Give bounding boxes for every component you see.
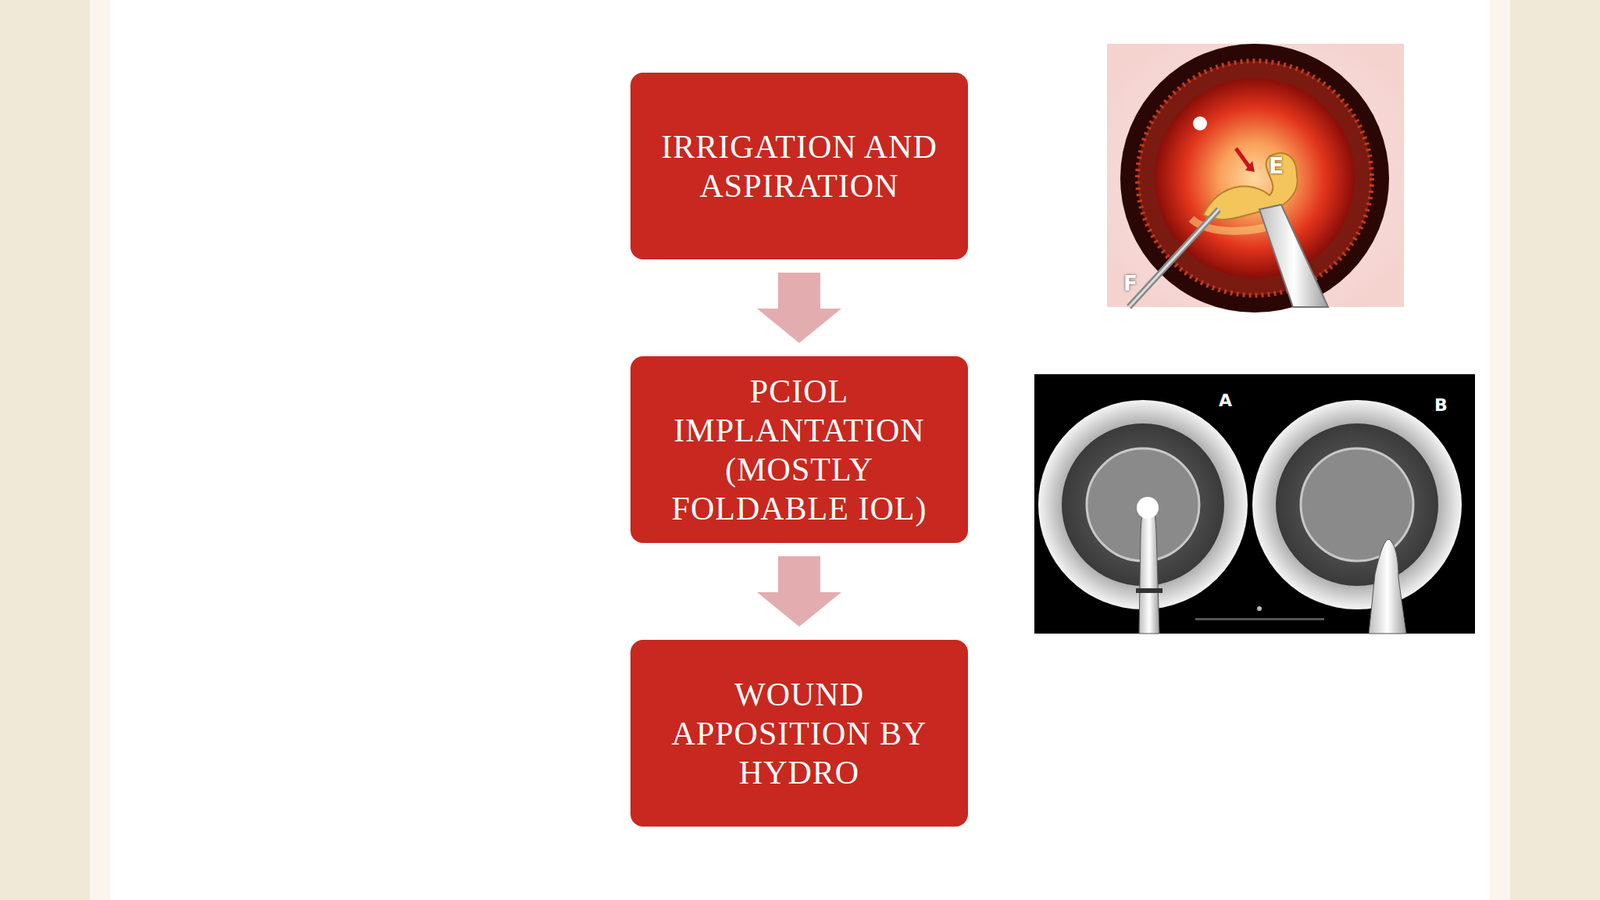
figure-label: B — [1434, 395, 1448, 415]
figure-label: A — [1218, 390, 1233, 411]
figure-label: E — [1268, 153, 1284, 179]
process-box: IRRIGATION AND ASPIRATION — [630, 72, 968, 260]
process-box: PCIOL IMPLANTATION (MOSTLY FOLDABLE IOL) — [630, 356, 968, 543]
iol-illustration — [1034, 374, 1475, 634]
process-box: WOUND APPOSITION BY HYDRO — [630, 639, 968, 827]
box-text: IRRIGATION AND ASPIRATION — [653, 127, 945, 206]
flow-arrow — [757, 556, 842, 627]
side-border — [1489, 0, 1511, 900]
side-border — [0, 0, 90, 900]
box-text: WOUND APPOSITION BY HYDRO — [653, 675, 945, 793]
side-border — [1510, 0, 1600, 900]
flow-arrow — [757, 272, 842, 343]
slide-panel — [110, 0, 1490, 900]
box-text: PCIOL IMPLANTATION (MOSTLY FOLDABLE IOL) — [653, 371, 945, 529]
irrigation-illustration — [1107, 43, 1404, 313]
side-border — [89, 0, 111, 900]
figure-label: F — [1123, 271, 1138, 296]
